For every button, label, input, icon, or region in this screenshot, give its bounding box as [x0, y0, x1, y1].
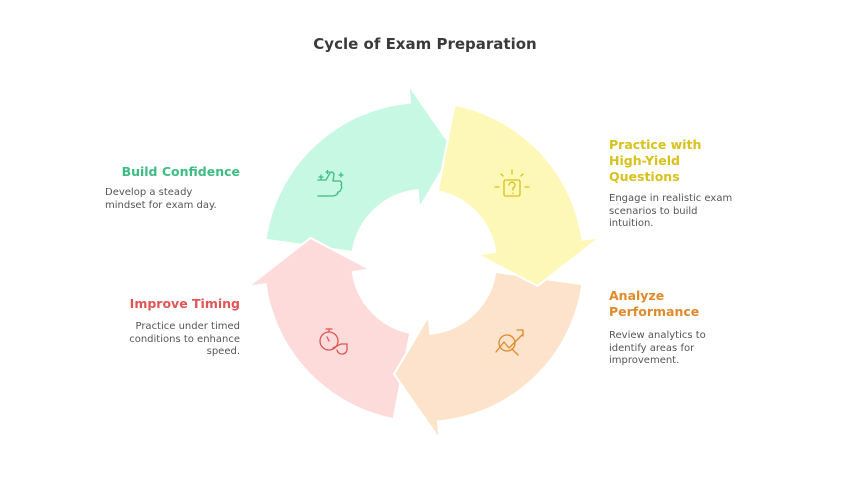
thumbs-up-icon	[317, 169, 344, 197]
step-desc: Engage in realistic exam scenarios to bu…	[609, 193, 733, 229]
step-desc: Practice under timed conditions to enhan…	[129, 321, 240, 357]
arrow-segment-analyze-performance	[392, 270, 584, 443]
step-analyze-performance: Analyze Performance Review analytics to …	[609, 288, 724, 368]
step-title: Practice with High-Yield Questions	[609, 137, 702, 184]
step-title: Improve Timing	[129, 296, 240, 311]
step-title: Build Confidence	[121, 164, 240, 179]
step-improve-timing: Improve Timing Practice under timed cond…	[110, 296, 240, 359]
stopwatch-whistle-icon	[319, 328, 348, 355]
question-box-icon	[494, 169, 530, 197]
diagram-title: Cycle of Exam Preparation	[313, 35, 537, 53]
step-desc: Develop a steady mindset for exam day.	[105, 187, 217, 211]
arrow-segment-build-confidence	[264, 81, 456, 254]
step-title: Analyze Performance	[609, 288, 700, 319]
step-build-confidence: Build Confidence Develop a steady mindse…	[105, 164, 240, 212]
step-practice-questions: Practice with High-Yield Questions Engag…	[609, 137, 734, 231]
step-desc: Review analytics to identify areas for i…	[609, 330, 706, 366]
analytics-search-icon	[495, 329, 524, 356]
